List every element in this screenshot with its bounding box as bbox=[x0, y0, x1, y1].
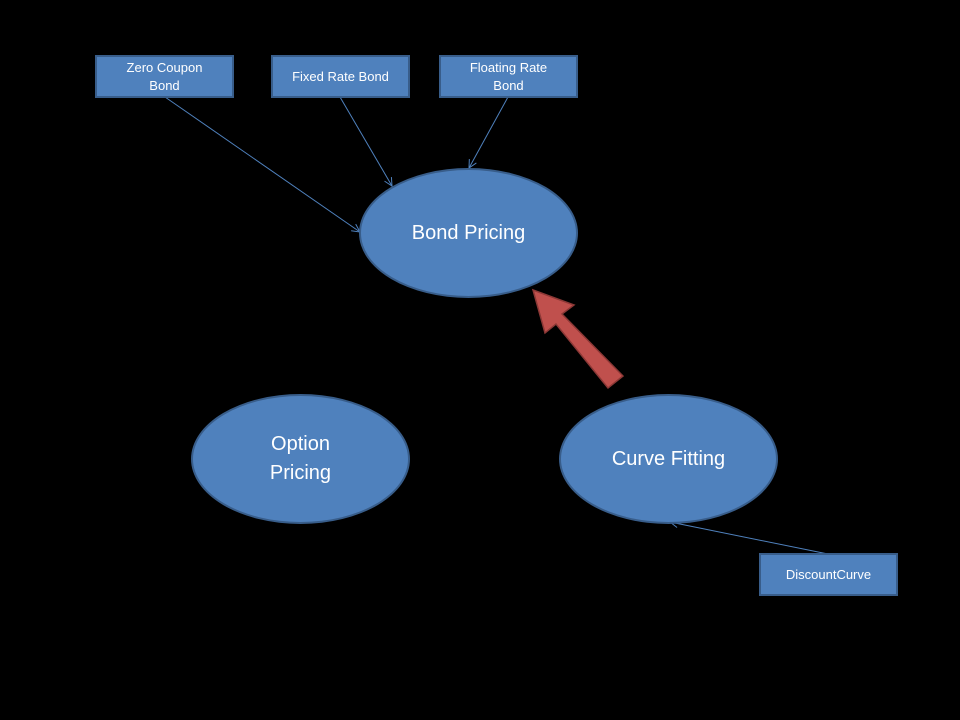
connector-zero-coupon-to-bond-pricing bbox=[164, 96, 360, 232]
connector-fixed-rate-to-bond-pricing bbox=[339, 96, 392, 186]
fixed-rate-bond-box: Fixed Rate Bond bbox=[271, 55, 410, 98]
discount-curve-label: DiscountCurve bbox=[785, 566, 872, 582]
zero-coupon-bond-box: Zero Coupon Bond bbox=[95, 55, 234, 98]
floating-rate-bond-box: Floating Rate Bond bbox=[439, 55, 578, 98]
option-pricing-label: Option Pricing bbox=[269, 433, 332, 484]
discount-curve-box: DiscountCurve bbox=[759, 553, 898, 596]
bond-pricing-label: Bond Pricing bbox=[411, 221, 526, 244]
curve-fitting-node: Curve Fitting bbox=[559, 394, 778, 524]
zero-coupon-bond-label: Zero Coupon Bond bbox=[126, 59, 203, 93]
block-arrow-curve-fitting-to-bond-pricing bbox=[531, 288, 625, 390]
curve-fitting-label: Curve Fitting bbox=[611, 447, 726, 470]
option-pricing-node: Option Pricing bbox=[191, 394, 410, 524]
connector-floating-rate-to-bond-pricing bbox=[469, 96, 509, 168]
connector-discount-curve-to-curve-fitting bbox=[670, 522, 829, 555]
floating-rate-bond-label: Floating Rate Bond bbox=[469, 59, 548, 93]
fixed-rate-bond-label: Fixed Rate Bond bbox=[292, 68, 389, 84]
bond-pricing-node: Bond Pricing bbox=[359, 168, 578, 298]
